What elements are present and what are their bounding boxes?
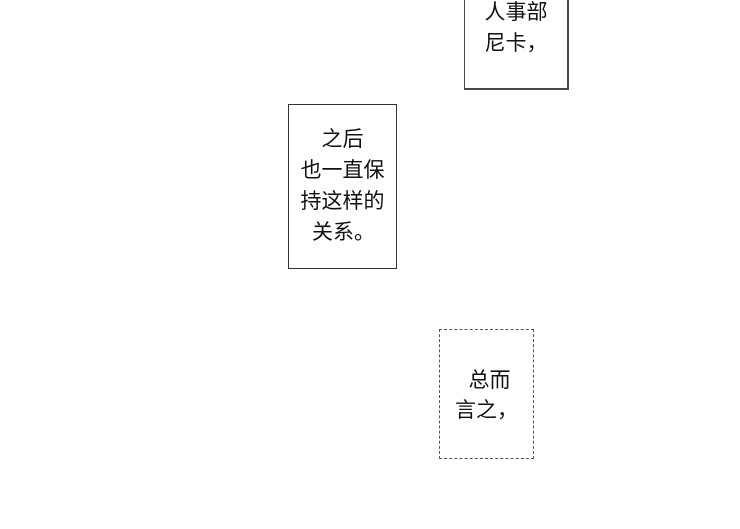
- caption-line: 总而: [468, 368, 511, 392]
- caption-box-relationship: 之后 也一直保 持这样的 关系。: [288, 104, 397, 269]
- caption-line: 尼卡，: [484, 31, 548, 55]
- caption-line: 人事部: [484, 0, 548, 24]
- caption-line: 之后: [321, 127, 364, 151]
- caption-box-in-short: 总而 言之，: [439, 329, 534, 459]
- caption-line: 言之，: [455, 398, 518, 422]
- caption-line: 关系。: [312, 220, 375, 244]
- caption-line: 持这样的: [300, 189, 385, 213]
- caption-line: 也一直保: [300, 158, 385, 182]
- caption-box-personnel-dept: 人事部 尼卡，: [464, 0, 569, 90]
